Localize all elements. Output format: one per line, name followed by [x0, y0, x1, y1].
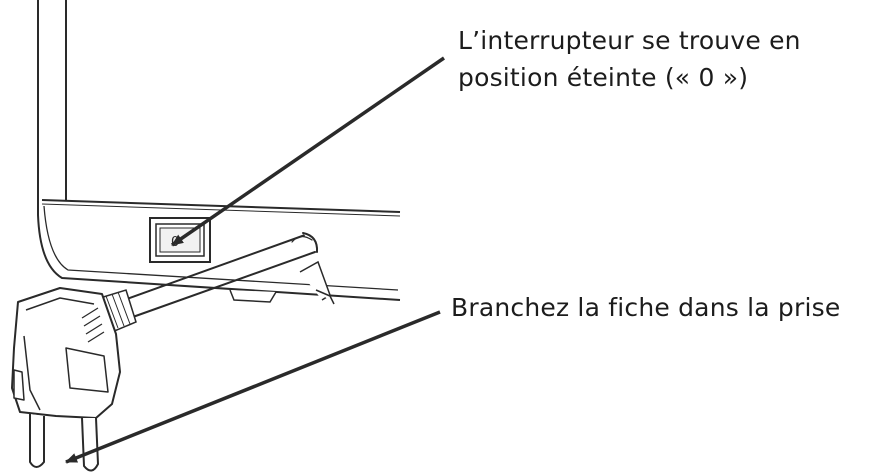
power-plug	[11, 287, 121, 472]
power-cable	[123, 232, 319, 319]
arrow-to-switch	[171, 56, 445, 247]
appliance-body	[37, 0, 401, 301]
power-switch: 0	[149, 217, 211, 263]
appliance-feet	[229, 260, 335, 305]
arrow-to-plug	[65, 310, 441, 464]
switch-annotation-line-2: position éteinte (« 0 »)	[458, 63, 749, 92]
switch-annotation-label: L’interrupteur se trouve en position éte…	[458, 22, 801, 96]
plug-annotation-label: Branchez la fiche dans la prise	[451, 293, 841, 322]
switch-annotation-line-1: L’interrupteur se trouve en	[458, 26, 801, 55]
